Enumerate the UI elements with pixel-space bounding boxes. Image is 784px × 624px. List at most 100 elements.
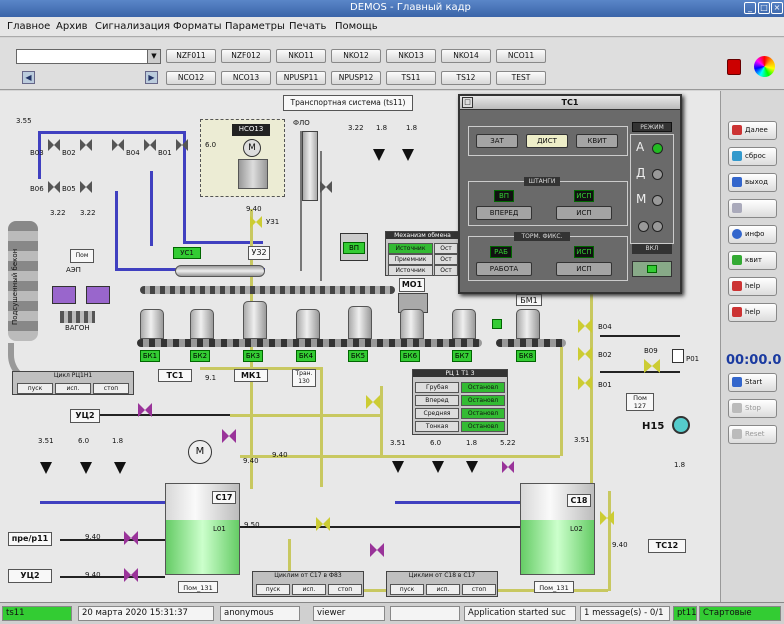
dialog-btn-dist[interactable]: ДИСТ	[526, 134, 568, 148]
toolbar-btn-7[interactable]: NCO11	[496, 49, 546, 63]
toolbar-btn-2[interactable]: NZF012	[221, 49, 271, 63]
tank-c18[interactable]	[520, 483, 595, 575]
cmd-stop-button[interactable]: стоп	[328, 584, 362, 595]
back-arrow-icon[interactable]: ◀	[22, 71, 35, 84]
valve-icon[interactable]	[502, 461, 514, 473]
check-valve-icon[interactable]	[392, 461, 404, 473]
minimize-button[interactable]: _	[744, 2, 756, 14]
isp-button[interactable]: ИСП	[556, 206, 612, 220]
motor-icon[interactable]: M	[243, 139, 261, 157]
silo[interactable]	[516, 309, 540, 339]
gate-icon[interactable]	[86, 286, 110, 304]
silo[interactable]	[296, 309, 320, 339]
cycle-stop-button[interactable]: стоп	[93, 383, 129, 394]
uc-label[interactable]: УЦ2	[8, 569, 52, 583]
silo[interactable]	[243, 301, 267, 339]
mode-m[interactable]: М	[636, 192, 647, 206]
valve-icon[interactable]	[320, 181, 332, 193]
cycle-start-button[interactable]: пуск	[17, 383, 53, 394]
valve-icon[interactable]	[250, 216, 262, 228]
silo[interactable]	[400, 309, 424, 339]
pump-icon[interactable]	[672, 416, 690, 434]
motor-icon[interactable]: M	[188, 440, 212, 464]
valve-icon[interactable]	[316, 517, 330, 531]
cycle-check-button[interactable]: исп.	[55, 383, 91, 394]
toolbar-btn-13[interactable]: TS12	[441, 71, 491, 85]
help-button[interactable]: help	[728, 277, 777, 296]
cmd-check-button[interactable]: исп.	[426, 584, 460, 595]
unit-uz2[interactable]: УЗ2	[248, 246, 270, 260]
valve-icon[interactable]	[124, 531, 138, 545]
check-valve-icon[interactable]	[466, 461, 478, 473]
check-valve-icon[interactable]	[114, 462, 126, 474]
uc-label[interactable]: УЦ2	[70, 409, 100, 423]
cmd-stop-button[interactable]: стоп	[462, 584, 496, 595]
valve-icon[interactable]	[370, 543, 384, 557]
check-valve-icon[interactable]	[40, 462, 52, 474]
check-valve-icon[interactable]	[402, 149, 414, 161]
dialog-btn-kvit[interactable]: КВИТ	[576, 134, 618, 148]
menu-formats[interactable]: Форматы	[173, 21, 222, 32]
menu-alarm[interactable]: Сигнализация	[95, 21, 171, 32]
valve-icon[interactable]	[80, 139, 92, 151]
close-button[interactable]: ×	[771, 2, 783, 14]
valve-icon[interactable]	[644, 359, 660, 373]
reset-button[interactable]: сброс	[728, 147, 777, 166]
silo[interactable]	[140, 309, 164, 339]
toolbar-btn-5[interactable]: NKO13	[386, 49, 436, 63]
check-valve-icon[interactable]	[80, 462, 92, 474]
dialog-btn-zat[interactable]: ЗАТ	[476, 134, 518, 148]
unit-us1[interactable]: УС1	[173, 247, 201, 259]
menu-params[interactable]: Параметры	[225, 21, 285, 32]
transport-label[interactable]: Транспортная система (ts11)	[283, 95, 413, 111]
toolbar-btn-10[interactable]: NPUSP11	[276, 71, 326, 85]
mode-d[interactable]: Д	[636, 166, 646, 180]
ts12-label[interactable]: ТС12	[648, 539, 686, 553]
silo[interactable]	[452, 309, 476, 339]
bm1-label[interactable]: БМ1	[516, 294, 542, 306]
info-button[interactable]: инфо	[728, 225, 777, 244]
isp2-button[interactable]: ИСП	[556, 262, 612, 276]
dialog-menu-icon[interactable]: □	[462, 97, 473, 108]
mo1-label[interactable]: МО1	[399, 278, 425, 292]
menu-help[interactable]: Помощь	[335, 21, 378, 32]
extra-button[interactable]	[728, 199, 777, 218]
toolbar-btn-12[interactable]: TS11	[386, 71, 436, 85]
help2-button[interactable]: help	[728, 303, 777, 322]
toolbar-btn-8[interactable]: NCO12	[166, 71, 216, 85]
valve-icon[interactable]	[176, 139, 188, 151]
gate-icon[interactable]	[52, 286, 76, 304]
toolbar-btn-4[interactable]: NKO12	[331, 49, 381, 63]
valve-icon[interactable]	[600, 511, 614, 525]
mode-o-led[interactable]	[638, 221, 649, 232]
menu-print[interactable]: Печать	[289, 21, 327, 32]
check-valve-icon[interactable]	[373, 149, 385, 161]
silo[interactable]	[348, 306, 372, 339]
valve-icon[interactable]	[138, 403, 152, 417]
toolbar-btn-3[interactable]: NKO11	[276, 49, 326, 63]
menu-archive[interactable]: Архив	[56, 21, 88, 32]
work-button[interactable]: РАБОТА	[476, 262, 532, 276]
valve-icon[interactable]	[124, 568, 138, 582]
color-wheel-icon[interactable]	[754, 56, 775, 77]
valve-icon[interactable]	[48, 181, 60, 193]
toolbar-btn-1[interactable]: NZF011	[166, 49, 216, 63]
stop-button[interactable]: Stop	[728, 399, 777, 418]
uc-label[interactable]: пре/р11	[8, 532, 52, 546]
toolbar-btn-9[interactable]: NCO13	[221, 71, 271, 85]
cmd-start-button[interactable]: пуск	[390, 584, 424, 595]
check-valve-icon[interactable]	[432, 461, 444, 473]
tank-c17[interactable]	[165, 483, 240, 575]
cmd-check-button[interactable]: исп.	[292, 584, 326, 595]
valve-icon[interactable]	[144, 139, 156, 151]
start-button[interactable]: Start	[728, 373, 777, 392]
ts1-label[interactable]: ТС1	[158, 369, 192, 382]
format-combo[interactable]: ▼	[16, 49, 161, 64]
valve-icon[interactable]	[222, 429, 236, 443]
exit-button[interactable]: выход	[728, 173, 777, 192]
reset2-button[interactable]: Reset	[728, 425, 777, 444]
valve-icon[interactable]	[578, 376, 592, 390]
bkl-switch[interactable]	[632, 261, 672, 277]
maximize-button[interactable]: □	[758, 2, 770, 14]
toolbar-btn-11[interactable]: NPUSP12	[331, 71, 381, 85]
